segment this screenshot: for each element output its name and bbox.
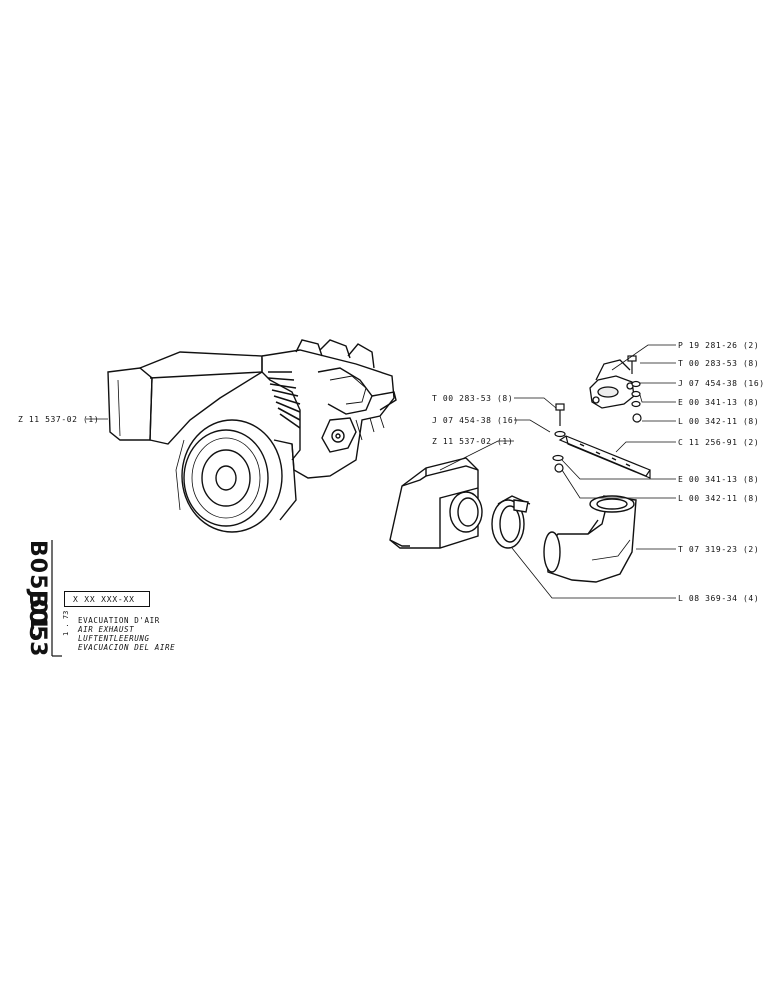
mounting-bar xyxy=(558,435,651,479)
part-label-t07319: T 07 319-23 (2) xyxy=(678,545,759,554)
description-de: LUFTENTLEERUNG xyxy=(78,634,150,643)
title-codes-vertical: B05 J01.3 xyxy=(22,540,50,658)
part-label-l00342-bottom: L 00 342-11 (8) xyxy=(678,494,759,503)
right-fasteners xyxy=(627,355,642,423)
description-en: AIR EXHAUST xyxy=(78,625,135,634)
flange-cover xyxy=(589,359,635,409)
part-label-l00342-top: L 00 342-11 (8) xyxy=(678,417,759,426)
exhaust-adapter xyxy=(389,457,483,549)
leader-lines xyxy=(439,344,676,599)
part-label-l08369: L 08 369-34 (4) xyxy=(678,594,759,603)
part-label-e00341-bottom: E 00 341-13 (8) xyxy=(678,475,759,484)
right-label-group: P 19 281-26 (2) T 00 283-53 (8) J 07 454… xyxy=(678,341,765,603)
center-label-group: T 00 283-53 (8) J 07 454-38 (16) Z 11 53… xyxy=(432,394,519,446)
elbow-pipe xyxy=(543,495,637,583)
date-vertical: 1 . 73 xyxy=(62,610,70,636)
part-label-j07454-right: J 07 454-38 (16) xyxy=(678,379,765,388)
engine-illustration xyxy=(107,339,397,533)
engine-label: Z 11 537-02 (1) xyxy=(18,415,99,424)
part-label-p19281: P 19 281-26 (2) xyxy=(678,341,759,350)
part-label-c11256: C 11 256-91 (2) xyxy=(678,438,759,447)
title-block-frame xyxy=(51,540,62,657)
part-label-j07454-center: J 07 454-38 (16) xyxy=(432,416,519,425)
reference-code-box: X XX XXX-XX xyxy=(64,591,150,607)
part-label-z11537-center: Z 11 537-02 (1) xyxy=(432,437,513,446)
part-label-t00283-right: T 00 283-53 (8) xyxy=(678,359,759,368)
center-fasteners xyxy=(552,403,566,473)
part-label-e00341-top: E 00 341-13 (8) xyxy=(678,398,759,407)
description-fr: EVACUATION D'AIR xyxy=(78,616,160,625)
part-label-t00283-center: T 00 283-53 (8) xyxy=(432,394,513,403)
group-code-vertical: B05 xyxy=(25,540,50,591)
section-code-vertical: J01.3 xyxy=(25,590,50,658)
description-es: EVACUACION DEL AIRE xyxy=(78,643,176,652)
hose-clamp xyxy=(491,495,531,549)
